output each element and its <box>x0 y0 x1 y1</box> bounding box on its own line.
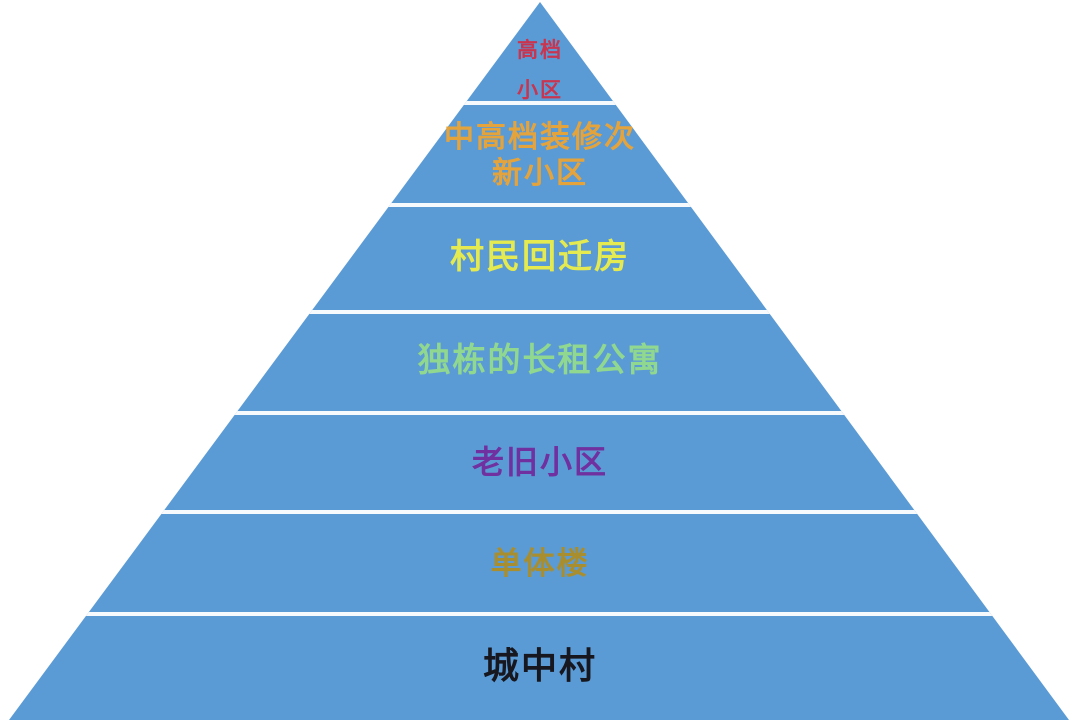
pyramid-level-label-5: 老旧小区 <box>471 443 608 481</box>
pyramid-level-label-3: 村民回迁房 <box>450 237 630 277</box>
divider-line-1 <box>9 101 1069 105</box>
divider-line-5 <box>9 510 1069 514</box>
pyramid-level-label-1: 高档 小区 <box>517 38 563 102</box>
divider-line-2 <box>9 203 1069 207</box>
pyramid-level-label-2: 中高档装修次 新小区 <box>444 120 636 191</box>
divider-line-6 <box>9 612 1069 616</box>
divider-line-3 <box>9 310 1069 314</box>
divider-line-4 <box>9 411 1069 415</box>
pyramid-level-label-6: 单体楼 <box>490 546 590 582</box>
pyramid-level-label-4: 独栋的长租公寓 <box>417 340 663 379</box>
pyramid-level-label-7: 城中村 <box>482 646 597 687</box>
